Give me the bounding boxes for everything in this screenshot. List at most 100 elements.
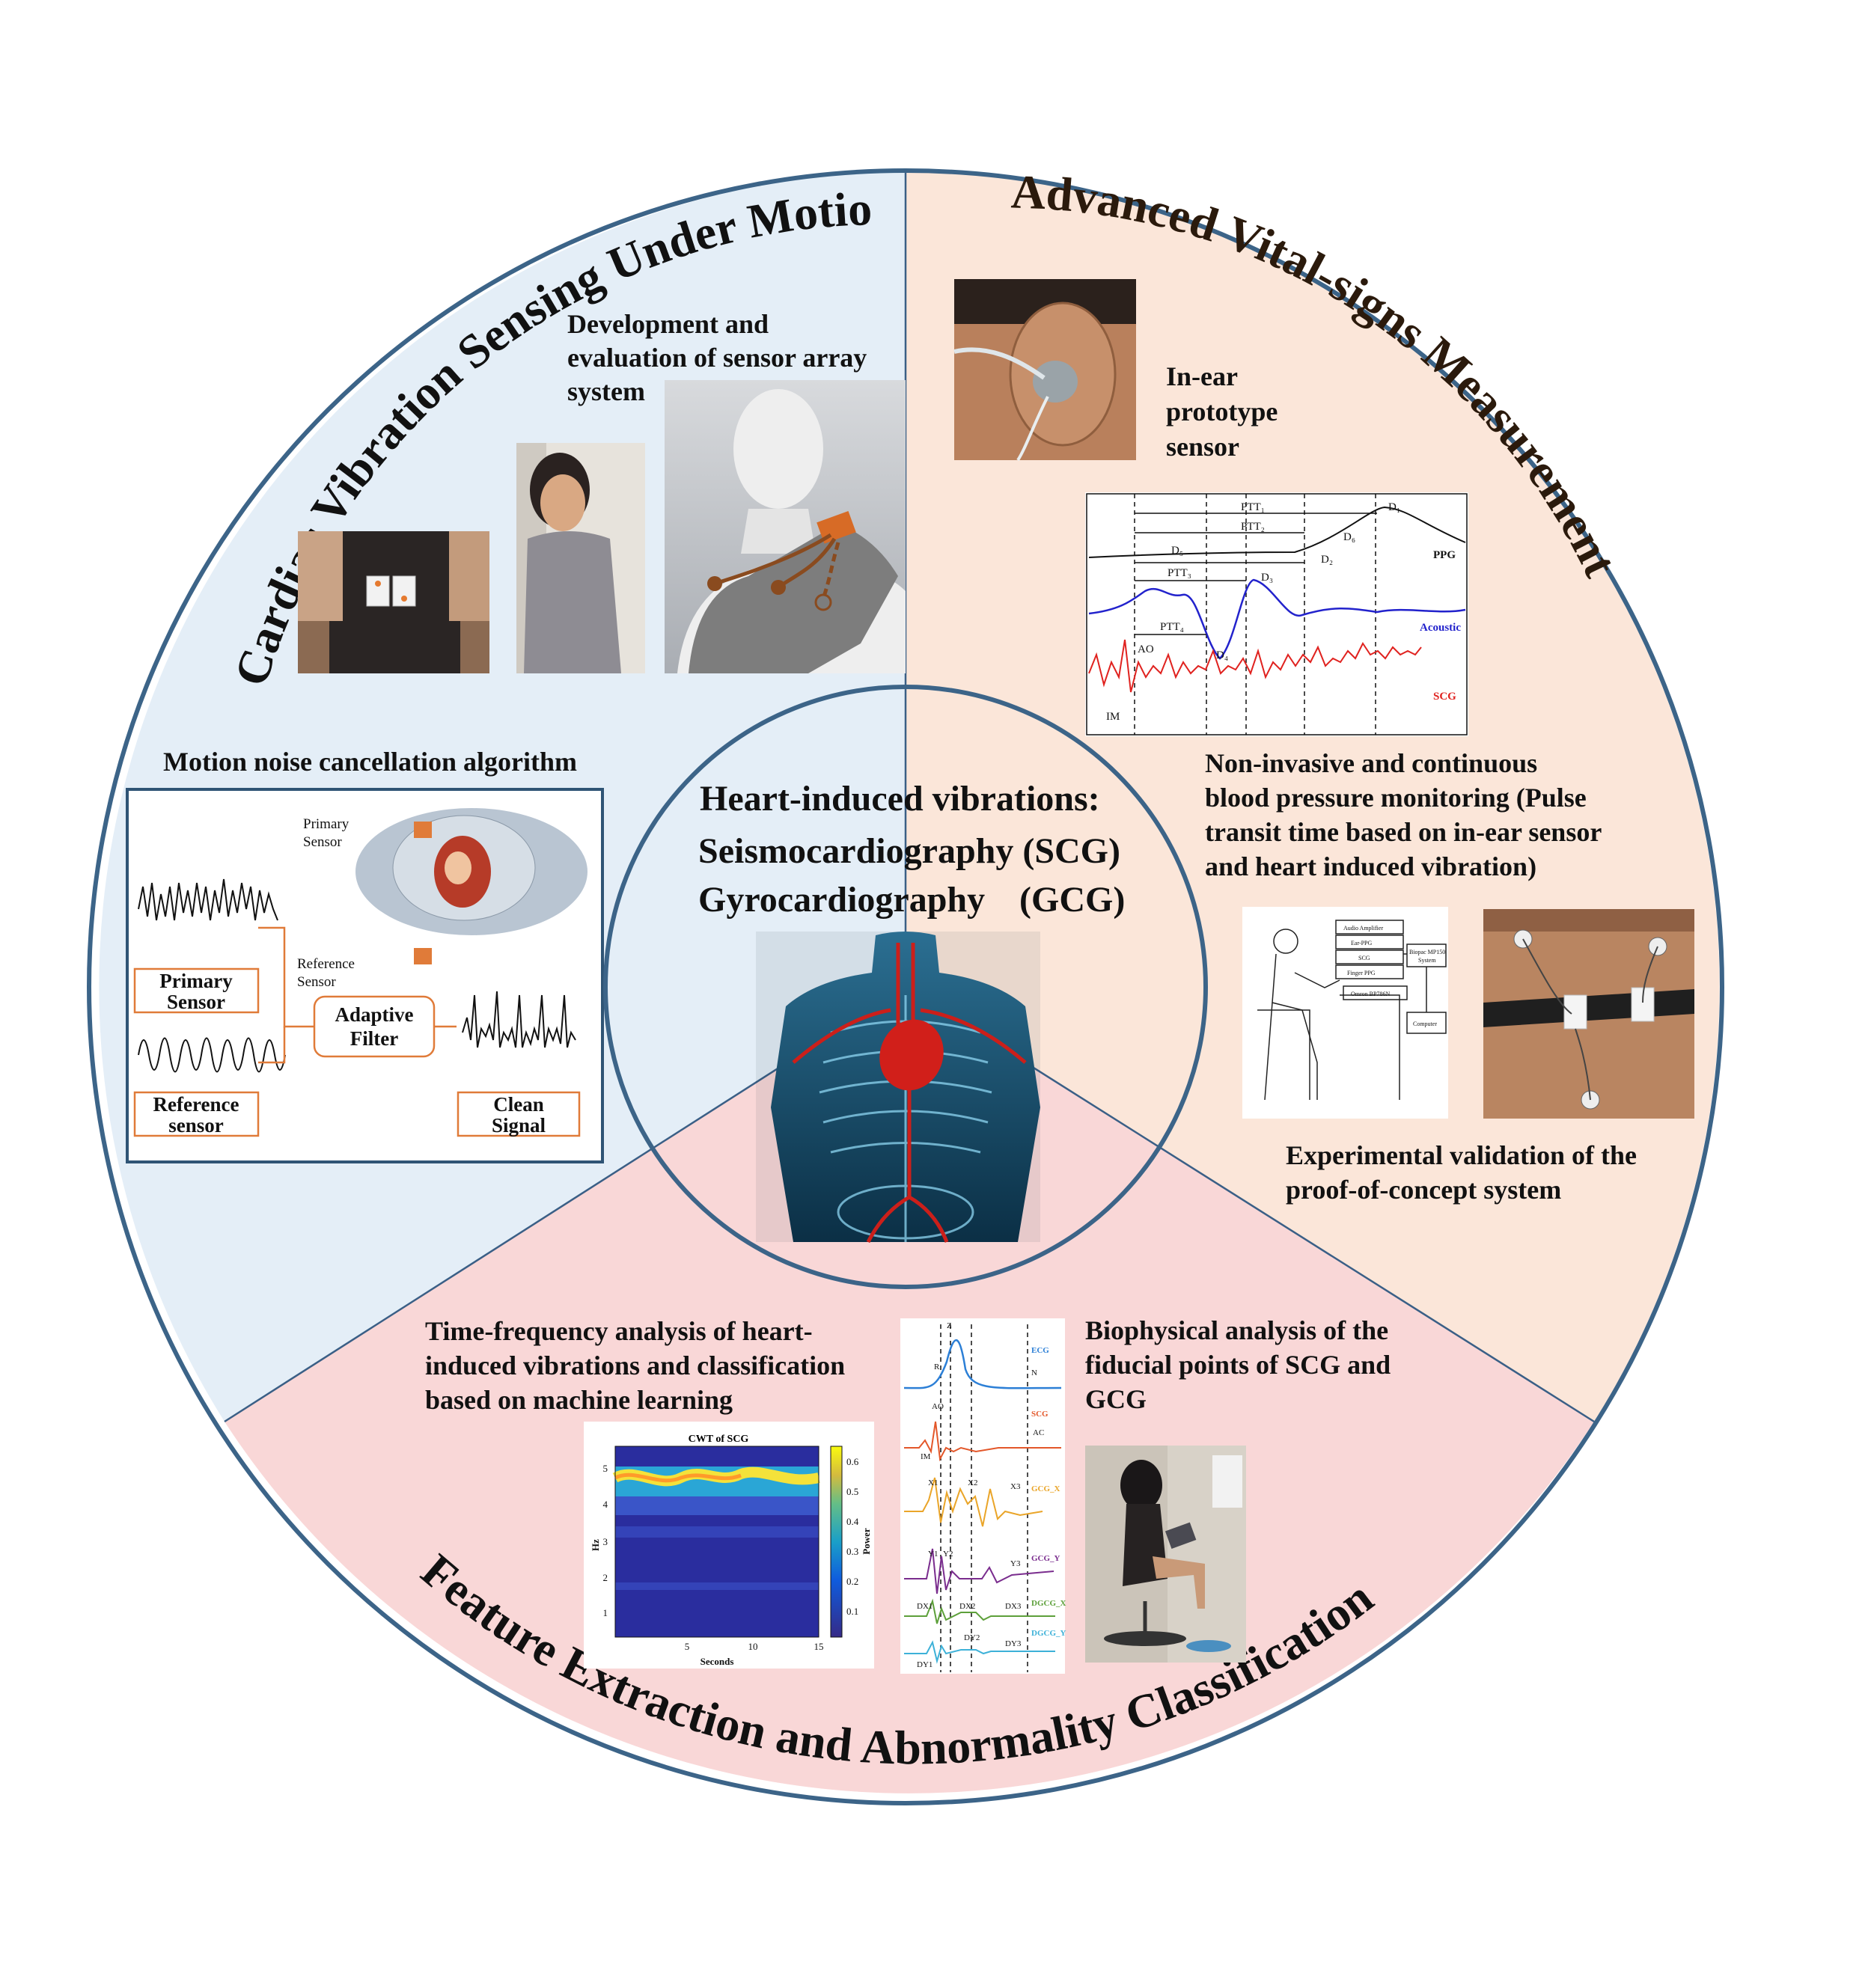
svg-text:0.3: 0.3 [846, 1546, 858, 1557]
svg-text:IM: IM [921, 1452, 931, 1461]
svg-text:Adaptive: Adaptive [335, 1003, 413, 1026]
dgcg-y-trace [904, 1640, 1055, 1664]
svg-text:SCG: SCG [1358, 955, 1370, 961]
svg-text:5: 5 [603, 1463, 608, 1474]
caption-biophysical: Biophysical analysis of the fiducial poi… [1085, 1315, 1391, 1414]
ppg-trace [1088, 506, 1466, 558]
svg-text:Computer: Computer [1413, 1021, 1437, 1027]
svg-text:fiducial points of SCG and: fiducial points of SCG and [1085, 1350, 1391, 1380]
svg-text:SCG: SCG [1031, 1410, 1049, 1419]
anatomy-illustration [756, 932, 1040, 1244]
svg-text:Experimental validation of the: Experimental validation of the [1286, 1140, 1637, 1170]
svg-text:AO: AO [1138, 643, 1154, 655]
svg-text:Y2: Y2 [943, 1550, 953, 1559]
caption-validation: Experimental validation of the proof-of-… [1286, 1140, 1637, 1205]
svg-text:PTT₁: PTT₁ [1241, 501, 1265, 513]
photo-chest-sensor [298, 531, 489, 673]
acoustic-trace [1088, 578, 1466, 660]
caption-in-ear: In-ear prototype sensor [1166, 361, 1278, 462]
photo-side-profile [516, 443, 645, 673]
svg-text:Finger PPG: Finger PPG [1347, 970, 1376, 976]
svg-text:Clean: Clean [493, 1093, 544, 1116]
fiducial-chart: Z R N AO AC IM X1 X2 X3 Y1 Y2 Y3 DX1 DX2… [900, 1318, 1066, 1674]
svg-text:blood pressure monitoring (Pul: blood pressure monitoring (Pulse [1205, 783, 1587, 813]
svg-text:D₁: D₁ [1388, 501, 1400, 513]
svg-text:Sensor: Sensor [297, 974, 336, 990]
svg-text:0.4: 0.4 [846, 1516, 859, 1527]
center-line2a: Gyrocardiography [698, 880, 985, 920]
center-panel: Heart-induced vibrations: Seismocardiogr… [603, 685, 1208, 1289]
svg-text:Sensor: Sensor [167, 991, 225, 1013]
svg-text:Non-invasive and continuous: Non-invasive and continuous [1205, 748, 1537, 778]
dgcg-x-trace [904, 1598, 1055, 1624]
svg-text:sensor: sensor [168, 1114, 224, 1137]
svg-text:Reference: Reference [297, 956, 355, 972]
svg-text:X1: X1 [928, 1478, 938, 1487]
svg-text:1: 1 [603, 1607, 608, 1618]
svg-text:DY2: DY2 [964, 1633, 980, 1642]
svg-text:PTT₂: PTT₂ [1241, 521, 1265, 533]
svg-text:D₄: D₄ [1216, 649, 1228, 661]
svg-text:Reference: Reference [153, 1093, 239, 1116]
svg-text:Power: Power [861, 1528, 872, 1555]
svg-text:SCG: SCG [1433, 691, 1456, 703]
svg-text:based on machine learning: based on machine learning [425, 1385, 733, 1415]
cwt-chart: CWT of SCG 1 2 3 4 5 5 10 15 Seconds Hz [584, 1422, 874, 1669]
svg-text:sensor: sensor [1166, 432, 1239, 462]
svg-text:evaluation of sensor array: evaluation of sensor array [567, 343, 867, 373]
svg-text:Audio Amplifier: Audio Amplifier [1343, 925, 1383, 932]
svg-text:GCG: GCG [1085, 1384, 1147, 1414]
svg-text:3: 3 [603, 1536, 608, 1547]
svg-text:Filter: Filter [350, 1027, 398, 1050]
caption-motion-noise: Motion noise cancellation algorithm [163, 747, 577, 777]
svg-text:DY3: DY3 [1005, 1639, 1022, 1648]
caption-sensor-array: Development and evaluation of sensor arr… [567, 309, 867, 406]
svg-text:N: N [1031, 1368, 1037, 1377]
svg-text:AC: AC [1033, 1428, 1044, 1437]
svg-text:D₅: D₅ [1171, 545, 1183, 557]
svg-text:DX3: DX3 [1005, 1602, 1022, 1611]
svg-text:DX1: DX1 [917, 1602, 933, 1611]
svg-text:4: 4 [603, 1499, 608, 1510]
svg-text:DGCG_Y: DGCG_Y [1031, 1629, 1066, 1638]
svg-text:DGCG_X: DGCG_X [1031, 1599, 1066, 1608]
svg-text:Omron BP786N: Omron BP786N [1351, 991, 1390, 997]
svg-text:proof-of-concept system: proof-of-concept system [1286, 1175, 1561, 1205]
svg-text:PPG: PPG [1433, 549, 1456, 561]
svg-text:5: 5 [685, 1641, 690, 1652]
reference-waveform [138, 1037, 286, 1073]
svg-text:DY1: DY1 [917, 1660, 933, 1669]
svg-text:D₆: D₆ [1343, 531, 1355, 543]
svg-text:prototype: prototype [1166, 397, 1278, 426]
ecg-trace [903, 1339, 1062, 1389]
render-sensor-array [665, 380, 906, 673]
caption-bp-monitoring: Non-invasive and continuous blood pressu… [1205, 748, 1602, 881]
svg-text:D₂: D₂ [1321, 554, 1333, 566]
svg-text:AO: AO [932, 1402, 944, 1411]
svg-text:Primary: Primary [303, 816, 350, 832]
svg-text:and heart induced vibration): and heart induced vibration) [1205, 851, 1536, 881]
svg-text:induced vibrations and classif: induced vibrations and classification [425, 1351, 845, 1380]
svg-text:transit time based on in-ear s: transit time based on in-ear sensor [1205, 817, 1602, 847]
photo-in-ear-sensor [953, 279, 1136, 462]
svg-text:15: 15 [814, 1641, 824, 1652]
primary-waveform [138, 878, 278, 921]
svg-text:0.6: 0.6 [846, 1456, 859, 1467]
svg-text:system: system [567, 376, 645, 406]
center-line2b: (GCG) [1019, 880, 1125, 920]
svg-text:X3: X3 [1010, 1482, 1021, 1491]
svg-text:R: R [934, 1362, 940, 1371]
svg-text:2: 2 [603, 1572, 608, 1583]
svg-text:Ear-PPG: Ear-PPG [1351, 940, 1373, 946]
svg-text:Y1: Y1 [928, 1550, 938, 1559]
center-line1: Seismocardiography (SCG) [698, 831, 1120, 871]
photo-seated-subject [1085, 1446, 1246, 1663]
svg-text:Sensor: Sensor [303, 834, 342, 850]
svg-text:Primary: Primary [159, 970, 233, 992]
svg-text:In-ear: In-ear [1166, 361, 1238, 391]
svg-text:10: 10 [748, 1641, 758, 1652]
scg-fiducial-trace [904, 1421, 1061, 1462]
svg-text:GCG_X: GCG_X [1031, 1484, 1060, 1493]
svg-text:Signal: Signal [492, 1114, 546, 1137]
svg-text:ECG: ECG [1031, 1346, 1049, 1355]
